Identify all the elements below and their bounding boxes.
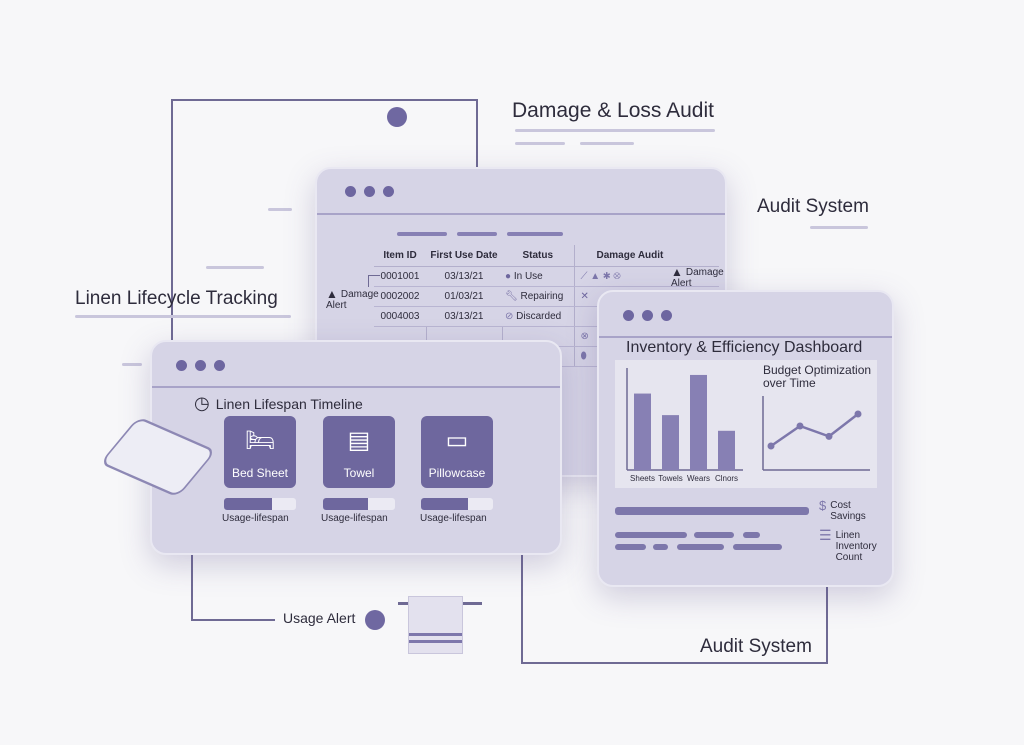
bed-icon: 🛏︎	[244, 427, 276, 454]
bar-sheets	[634, 393, 651, 470]
col-header: Item ID	[374, 245, 426, 267]
connector-line	[521, 662, 828, 664]
warning-icon: ▲	[671, 265, 683, 279]
warning-icon: ▲	[326, 287, 338, 301]
damage-icons: ⟋ ▲ ✱ ⊗	[573, 266, 719, 287]
connector-line	[171, 99, 478, 101]
usage-alert-label: Usage Alert	[283, 610, 356, 626]
pillow-icon: ▭	[445, 427, 469, 454]
cost-savings: $Cost Savings	[819, 498, 866, 522]
divider	[507, 232, 563, 236]
towel-icon	[408, 596, 463, 654]
divider	[810, 226, 868, 229]
connector-line	[368, 275, 369, 287]
line-chart-title: Budget Optimization over Time	[763, 363, 872, 390]
line-point	[825, 432, 833, 440]
bar-wears	[690, 374, 707, 470]
item-label: Pillowcase	[428, 466, 486, 480]
linen-lifecycle-label: Linen Lifecycle Tracking	[75, 288, 278, 309]
placeholder-bar	[615, 532, 687, 538]
divider	[206, 266, 264, 269]
divider	[457, 232, 497, 236]
divider	[268, 208, 292, 211]
connector-line	[368, 275, 380, 276]
usage-label: Usage-lifespan	[420, 513, 487, 524]
connector-line	[521, 476, 523, 664]
placeholder-bar	[677, 544, 724, 550]
placeholder-bar	[653, 544, 668, 550]
circle-icon: ●	[505, 271, 512, 282]
divider	[515, 142, 565, 145]
item-label: Bed Sheet	[231, 466, 289, 480]
ban-icon: ⊘	[505, 311, 514, 322]
audit-system-label: Audit System	[757, 196, 869, 217]
usage-bar	[323, 498, 395, 510]
bar-label: Wears	[687, 474, 710, 483]
placeholder-bar	[743, 532, 760, 538]
title-bar	[317, 169, 725, 215]
connector-line	[191, 555, 193, 621]
col-header: Damage Audit	[573, 245, 719, 267]
usage-label: Usage-lifespan	[222, 513, 289, 524]
connector-line	[826, 587, 828, 663]
inventory-count: ☰Linen Inventory Count	[819, 527, 877, 563]
damage-loss-audit-label: Damage & Loss Audit	[512, 99, 714, 122]
lifespan-title: Linen Lifespan Timeline	[215, 395, 363, 412]
bar-label: Sheets	[630, 474, 655, 483]
item-card-bed-sheet[interactable]: 🛏︎ Bed Sheet	[224, 416, 296, 488]
wrench-icon: 🔧︎	[505, 291, 518, 302]
bar-label: Towels	[658, 474, 682, 483]
audit-system-label: Audit System	[700, 636, 812, 657]
placeholder-bar	[694, 532, 734, 538]
node-dot	[387, 107, 407, 127]
divider	[580, 142, 634, 145]
line-point	[767, 442, 775, 450]
divider	[75, 315, 291, 318]
col-header: First Use Date	[426, 245, 502, 267]
line-point	[854, 410, 862, 418]
divider	[397, 232, 447, 236]
col-header: Status	[502, 245, 574, 267]
connector-line	[171, 99, 173, 344]
placeholder-bar	[615, 544, 646, 550]
database-icon: ☰	[819, 527, 832, 543]
divider	[515, 129, 715, 132]
connector-line	[476, 99, 478, 169]
lifespan-window: ◷ Linen Lifespan Timeline 🛏︎ Bed Sheet ▤ To…	[150, 340, 562, 555]
line-point	[796, 422, 804, 430]
usage-label: Usage-lifespan	[321, 513, 388, 524]
item-card-pillowcase[interactable]: ▭ Pillowcase	[421, 416, 493, 488]
connector-line	[191, 619, 275, 621]
bar-clnors	[718, 430, 735, 470]
divider	[122, 363, 142, 366]
item-label: Towel	[343, 466, 375, 480]
clock-icon: ◷	[194, 393, 210, 413]
bar-towels	[662, 415, 679, 470]
dashboard-title: Inventory & Efficiency Dashboard	[626, 339, 863, 356]
line-series	[770, 413, 859, 448]
towel-icon: ▤	[347, 427, 371, 454]
usage-bar	[224, 498, 296, 510]
bar-label: Clnors	[715, 474, 738, 483]
alert-dot	[365, 610, 385, 630]
title-bar	[152, 342, 560, 388]
usage-bar	[421, 498, 493, 510]
item-card-towel[interactable]: ▤ Towel	[323, 416, 395, 488]
money-hand-icon: $	[819, 498, 827, 513]
placeholder-bar	[733, 544, 782, 550]
placeholder-bar	[615, 507, 809, 515]
title-bar	[599, 292, 892, 338]
